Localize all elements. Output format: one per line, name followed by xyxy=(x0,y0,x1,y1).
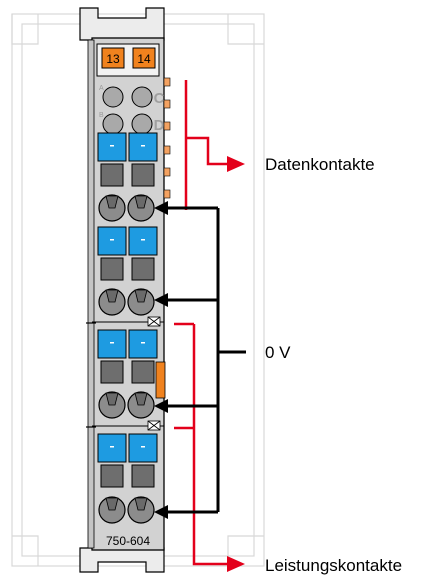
round-slot-b1 xyxy=(102,113,124,135)
label-data-contacts: Datenkontakte xyxy=(265,155,375,174)
round-slot-a2 xyxy=(131,86,153,108)
model-number: 750-604 xyxy=(106,534,150,548)
power-contacts-pointer xyxy=(174,322,228,566)
slot-letter-d: D xyxy=(154,117,165,134)
module-separator-1 xyxy=(86,316,164,327)
rail-notch-top-right xyxy=(227,14,264,45)
round-slot-a1 xyxy=(102,86,124,108)
round-slot-b2 xyxy=(131,113,153,135)
led-13 xyxy=(101,47,125,69)
terminal-group-2 xyxy=(97,226,158,316)
small-letter-b: B xyxy=(99,112,104,119)
power-contacts-arrowhead xyxy=(227,556,245,572)
zero-volt-pointer xyxy=(166,206,246,514)
module-top-clip xyxy=(79,7,165,41)
small-letter-a: A xyxy=(99,85,104,92)
led-14-label: 14 xyxy=(137,52,151,66)
terminal-group-3 xyxy=(97,329,158,419)
data-contacts-pointer xyxy=(184,80,228,210)
rail-notch-top-left xyxy=(11,14,39,45)
led-14 xyxy=(132,47,156,69)
data-contact-pins xyxy=(163,77,171,199)
module-separator-2 xyxy=(86,420,164,431)
module-bottom-clip xyxy=(79,547,165,573)
terminal-group-4 xyxy=(97,433,158,524)
label-power-contacts: Leistungskontakte xyxy=(265,556,402,575)
led-13-label: 13 xyxy=(106,52,120,66)
power-contacts-leader xyxy=(192,324,228,566)
module-left-spine xyxy=(87,39,95,549)
rail-outline-outer xyxy=(11,13,265,567)
slot-letter-c: C xyxy=(154,90,165,107)
power-contact-orange xyxy=(155,361,166,399)
data-contacts-leader xyxy=(186,136,228,166)
terminal-group-1 xyxy=(97,132,158,222)
rail-notch-bottom-right xyxy=(227,535,264,566)
zero-volt-arrowheads xyxy=(154,201,168,519)
label-zero-volt: 0 V xyxy=(265,343,291,362)
rail-notch-bottom-left xyxy=(12,535,39,566)
data-contacts-arrowhead xyxy=(227,156,245,172)
terminal-module: 13 14 C D A B xyxy=(79,7,171,573)
